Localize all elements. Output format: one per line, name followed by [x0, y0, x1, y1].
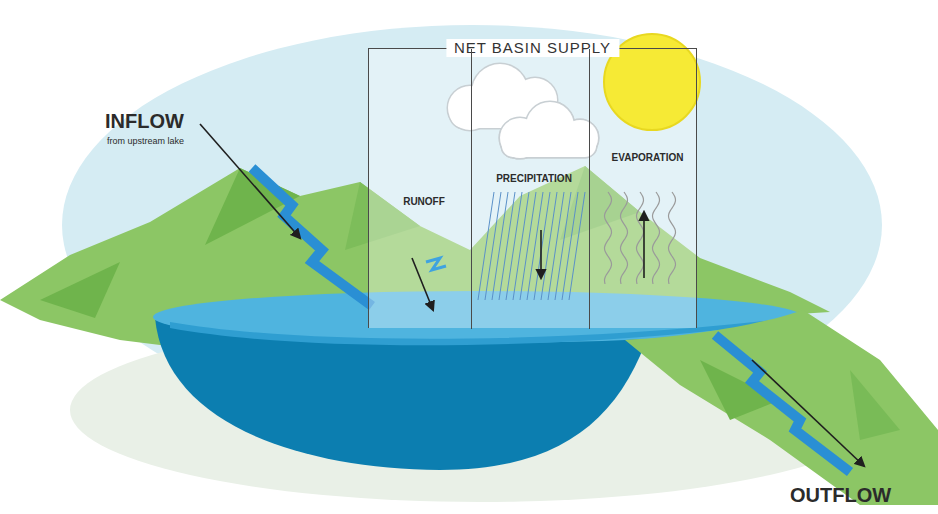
evaporation-arrow	[643, 212, 645, 278]
hill-facet	[850, 370, 900, 440]
runoff-stream	[426, 258, 446, 270]
outflow-arrow	[752, 360, 864, 466]
vapor-wave	[669, 192, 676, 284]
rain-streak	[562, 192, 578, 300]
rain-streak	[534, 192, 550, 300]
rain-streak	[499, 192, 515, 300]
rain-streaks	[478, 192, 585, 300]
inflow-river	[252, 168, 372, 306]
rain-streak	[527, 192, 543, 300]
runoff-column: RUNOFF	[369, 49, 479, 329]
rain-streak	[492, 192, 508, 300]
vapor-wave	[637, 192, 644, 284]
rain-streak	[555, 192, 571, 300]
precipitation-column: PRECIPITATION	[471, 49, 596, 329]
vapor-wave	[653, 192, 660, 284]
column-heading: RUNOFF	[369, 196, 479, 207]
rain-streak	[485, 192, 501, 300]
rain-streak	[569, 192, 585, 300]
vapor-wave	[621, 192, 628, 284]
shore	[625, 310, 938, 505]
rain-streak	[520, 192, 536, 300]
outflow-river	[715, 335, 850, 472]
inflow-label: INFLOW	[105, 110, 184, 133]
hill-facet	[40, 262, 120, 318]
rain-streak	[513, 192, 529, 300]
rain-streak	[478, 192, 494, 300]
evaporation-waves	[605, 192, 676, 284]
runoff-arrow	[412, 258, 433, 310]
net-basin-supply-band: NET BASIN SUPPLYRUNOFFPRECIPITATIONEVAPO…	[368, 48, 697, 328]
vapor-wave	[605, 192, 612, 284]
inflow-arrow	[200, 124, 300, 238]
rain-streak	[548, 192, 564, 300]
outflow-label: OUTFLOW	[790, 484, 891, 507]
column-heading: PRECIPITATION	[472, 173, 596, 184]
rain-streak	[541, 192, 557, 300]
inflow-note: from upstream lake	[107, 136, 184, 146]
rain-streak	[506, 192, 522, 300]
precipitation-arrow	[540, 230, 542, 278]
evaporation-column: EVAPORATION	[589, 49, 705, 329]
column-heading: EVAPORATION	[590, 152, 705, 163]
